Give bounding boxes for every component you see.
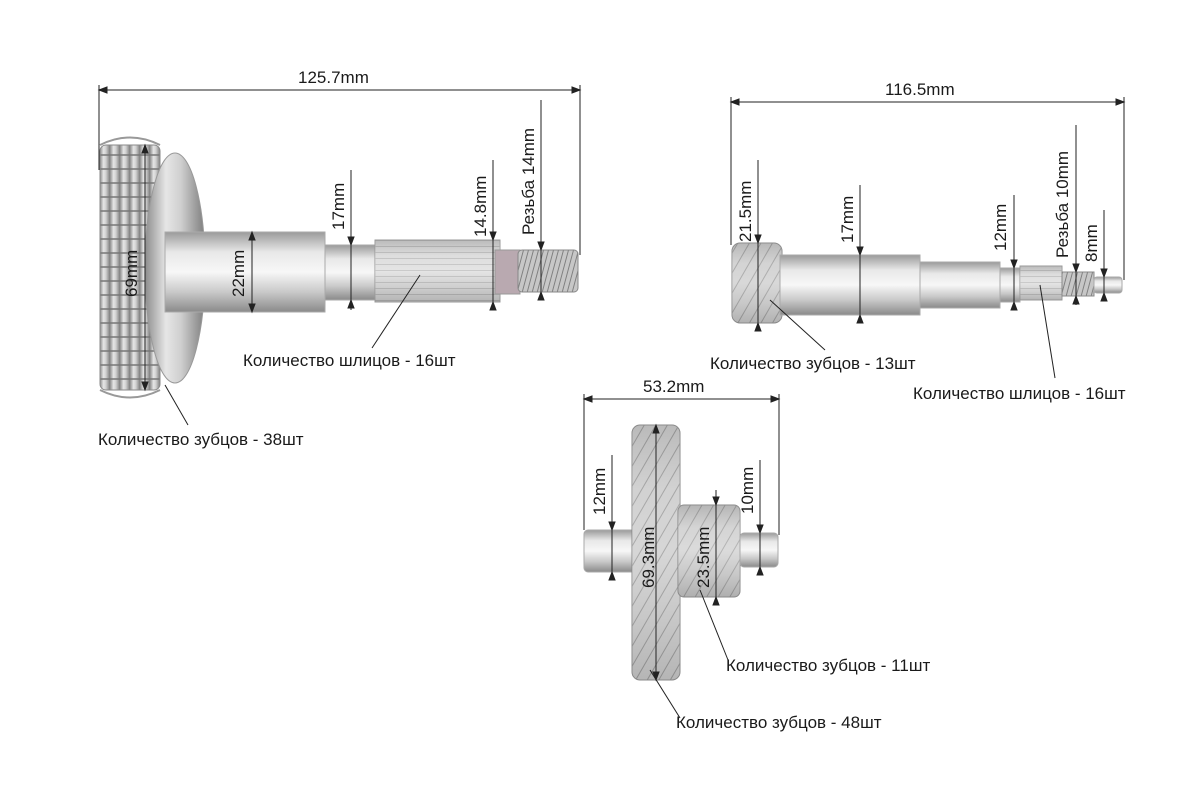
shaft2-neck-diameter: 12mm xyxy=(991,203,1010,251)
shaft1-thread: Резьба 14mm xyxy=(519,127,538,235)
shaft3-right-journal: 10mm xyxy=(738,466,757,514)
leader-teeth-13 xyxy=(769,299,826,351)
leader-splines-16 xyxy=(371,274,421,349)
shaft3-part xyxy=(583,424,779,681)
shaft1-neck-diameter: 17mm xyxy=(329,182,348,230)
shaft2-body-diameter: 17mm xyxy=(838,195,857,243)
shaft3-pinion-diameter: 23.5mm xyxy=(694,526,713,588)
shaft2-thread: Резьба 10mm xyxy=(1053,150,1072,258)
leader-teeth-11 xyxy=(699,589,729,661)
shaft1-spline-diameter: 14.8mm xyxy=(471,175,490,237)
shaft3-pinion-teeth-label: Количество зубцов - 11шт xyxy=(726,656,931,675)
shaft2-pinion-diameter: 21.5mm xyxy=(736,180,755,242)
shaft2-teeth-label: Количество зубцов - 13шт xyxy=(710,354,916,373)
dimension-lines xyxy=(97,85,1126,719)
leader-teeth-48 xyxy=(649,669,681,719)
shaft1-part xyxy=(99,136,579,399)
leader-teeth-38 xyxy=(164,384,189,426)
leader-splines-16b xyxy=(1039,284,1056,379)
shaft2-tip-diameter: 8mm xyxy=(1082,224,1101,262)
shaft3-left-journal: 12mm xyxy=(590,467,609,515)
shaft2-splines-label: Количество шлицов - 16шт xyxy=(913,384,1126,403)
shaft2-part xyxy=(731,242,1123,324)
shaft1-length: 125.7mm xyxy=(298,68,369,87)
shaft3-gear-diameter: 69.3mm xyxy=(639,526,658,588)
shaft2-length: 116.5mm xyxy=(885,80,955,99)
shaft3-gear-teeth-label: Количество зубцов - 48шт xyxy=(676,713,882,732)
shaft1-gear-diameter: 69mm xyxy=(122,249,141,297)
shaft3-length: 53.2mm xyxy=(643,377,705,396)
shaft1-teeth-label: Количество зубцов - 38шт xyxy=(98,430,304,449)
shaft1-splines-label: Количество шлицов - 16шт xyxy=(243,351,456,370)
shaft1-shoulder-diameter: 22mm xyxy=(229,249,248,297)
